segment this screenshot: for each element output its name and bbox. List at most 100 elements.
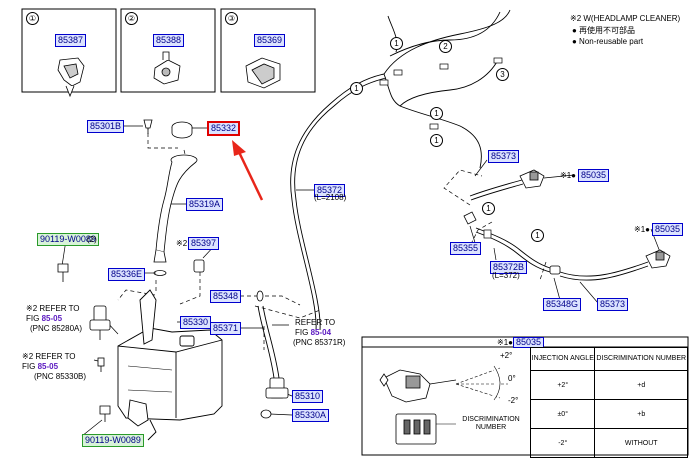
table-row: ±0° +b [529,399,688,429]
table-cell: -2° [529,428,596,458]
part-label-90119-top[interactable]: 90119-W0089 [37,233,99,246]
hose-85371-drawing [257,305,280,379]
callout-1-e: 1 [482,202,495,215]
part-label-85371[interactable]: 85371 [210,322,242,335]
table-row: +2° +d [529,370,688,400]
callout-1-b: 1 [350,82,363,95]
callout-2: 2 [439,40,452,53]
note-85035-upper: ※1● [560,171,576,180]
callout-1-f: 1 [531,229,544,242]
joint-85355-drawing [463,211,477,225]
table-header-injection-angle: INJECTION ANGLE [529,347,596,371]
ref-85280A-fig-word: FIG [26,314,40,323]
box-number-2: ② [125,12,138,25]
clip-85369-drawing [245,57,281,89]
part-label-85310[interactable]: 85310 [292,390,324,403]
nozzle-85035-upper-drawing [519,169,545,189]
part-label-85373-upper[interactable]: 85373 [488,150,520,163]
part-label-85035-upper[interactable]: 85035 [578,169,610,182]
callout-1-d: 1 [430,134,443,147]
hose-85372-drawing [290,9,511,331]
hose-85373-lower-drawing [559,261,649,281]
table-header-row: INJECTION ANGLE DISCRIMINATION NUMBER [529,347,688,371]
clip-85301B-drawing [143,119,153,134]
part-label-85330[interactable]: 85330 [180,316,212,329]
box-number-3: ③ [225,12,238,25]
part-label-85301B[interactable]: 85301B [87,120,125,133]
injection-angle-table: INJECTION ANGLE DISCRIMINATION NUMBER +2… [529,347,688,458]
filler-neck-85319A-drawing [153,154,198,263]
grommet-85330A-drawing [260,409,272,419]
nozzle-85035-lower-drawing [645,249,671,269]
ref-85330B-pnc: (PNC 85330B) [34,372,87,381]
grommet-85348-drawing [256,290,264,302]
callout-3: 3 [496,68,509,81]
ref-85280A-pnc: (PNC 85280A) [30,324,83,333]
inset-discrimination-label: DISCRIMINATION NUMBER [462,416,520,431]
part-label-85369[interactable]: 85369 [254,34,286,47]
part-label-85035-lower[interactable]: 85035 [652,223,684,236]
inset-connector-drawing [395,413,456,445]
legend-line-ja: ● 再使用不可部品 [572,26,636,35]
part-label-85372[interactable]: 85372 [314,184,346,197]
part-label-85372B[interactable]: 85372B [490,261,528,274]
inset-angle-plus: +2° [500,351,513,360]
level-sensor-85330B-drawing [97,357,105,372]
pump-85280A-drawing [89,305,111,340]
inset-nozzle-drawing [379,365,508,403]
ref-85371R-line2: FIG 85-04 [295,328,331,338]
table-cell: +2° [529,370,596,400]
part-label-85387[interactable]: 85387 [55,34,87,47]
ref-85371R-fig-link[interactable]: 85-04 [310,328,332,337]
clip-85387-drawing [57,57,85,98]
clip-on-85372B [483,229,492,239]
table-header-discrimination-number: DISCRIMINATION NUMBER [594,347,688,371]
callout-1-a: 1 [390,37,403,50]
ref-85330B-fig-link[interactable]: 85-05 [37,362,59,371]
table-row: -2° WITHOUT [529,428,688,458]
ref-85371R-pnc: (PNC 85371R) [293,338,346,347]
table-cell: +b [594,399,688,429]
washer-tank-85330-drawing [117,289,223,441]
legend-line-en: ● Non-reusable part [572,37,644,46]
pump-85310-drawing [265,377,289,399]
highlight-arrow [232,140,264,201]
part-box-2 [120,8,216,93]
o-ring-85336E-drawing [153,270,167,276]
ref-85280A-line1: ※2 REFER TO [26,304,80,313]
part-label-85397[interactable]: 85397 [188,237,220,250]
callout-1-c: 1 [430,107,443,120]
part-label-85348G[interactable]: 85348G [543,298,582,311]
part-label-85332[interactable]: 85332 [207,121,241,136]
part-label-85373-lower[interactable]: 85373 [597,298,629,311]
part-label-90119-bottom[interactable]: 90119-W0089 [82,434,144,447]
part-label-85330A[interactable]: 85330A [292,409,330,422]
ref-85330B-line1: ※2 REFER TO [22,352,76,361]
ref-85330B-line2: FIG 85-05 [22,362,58,372]
hose-clips [379,57,503,130]
ref-85371R-fig-word: FIG [295,328,309,337]
bolt-quantity: (2) [87,235,97,244]
inset-title-prefix: ※1● [497,338,513,347]
bolt-90119-top-drawing [57,263,69,282]
inset-angle-minus: -2° [508,396,519,405]
hose-85373-upper-drawing [469,179,524,201]
part-label-85388[interactable]: 85388 [153,34,185,47]
part-label-85355[interactable]: 85355 [450,242,482,255]
table-cell: WITHOUT [594,428,688,458]
ref-85280A-fig-link[interactable]: 85-05 [41,314,63,323]
part-label-85319A[interactable]: 85319A [186,198,224,211]
legend-note: ※2 W(HEADLAMP CLEANER) [570,14,681,23]
inset-angle-zero: 0° [508,374,516,383]
part-label-85348[interactable]: 85348 [210,290,242,303]
length-85372: (L=2108) [314,193,347,202]
table-cell: ±0° [529,399,596,429]
length-85372B: (L=372) [492,271,520,280]
note-85397: ※2 [176,239,188,248]
ref-85280A-line2: FIG 85-05 [26,314,62,324]
note-85035-lower: ※1● [634,225,650,234]
inset-title-part[interactable]: 85035 [513,337,545,348]
ref-85330B-fig-word: FIG [22,362,36,371]
part-label-85336E[interactable]: 85336E [108,268,146,281]
